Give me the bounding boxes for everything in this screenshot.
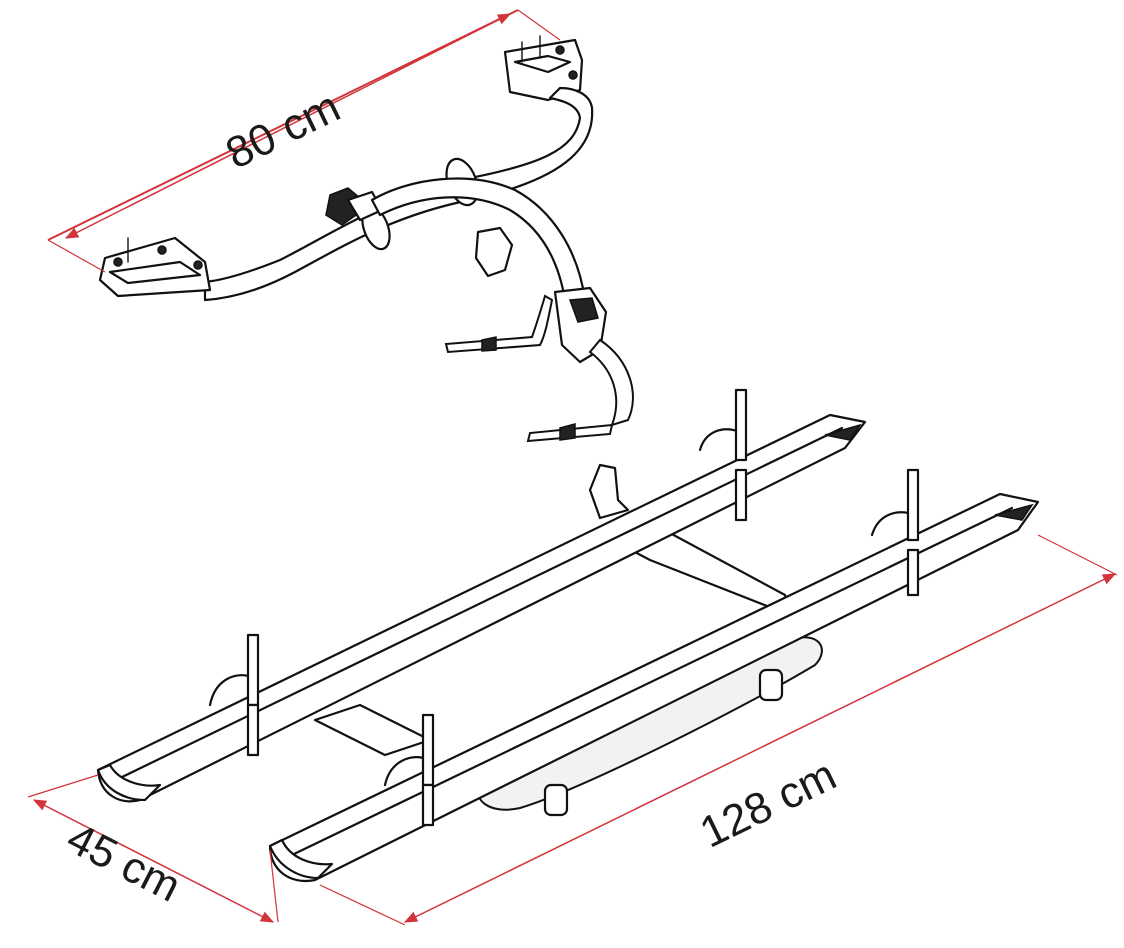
dimension-label-45cm: 45 cm <box>59 814 188 912</box>
left-mount-bracket <box>98 236 212 298</box>
strap-upper <box>444 294 554 354</box>
wheel-cradle <box>474 226 608 364</box>
upper-arm-assembly <box>98 35 634 443</box>
strap-lower <box>526 338 634 443</box>
dimension-label-80cm: 80 cm <box>218 82 347 179</box>
wheel-strap-rail1-back <box>208 633 260 757</box>
rail-assembly <box>96 388 1040 883</box>
right-mount-bracket <box>503 35 584 102</box>
main-tube <box>203 86 594 302</box>
dimension-45cm: 45 cm <box>27 774 279 923</box>
dimension-label-128cm: 128 cm <box>693 750 844 857</box>
wheel-strap-rail1-front <box>698 388 748 522</box>
dimension-128cm: 128 cm <box>319 534 1118 926</box>
